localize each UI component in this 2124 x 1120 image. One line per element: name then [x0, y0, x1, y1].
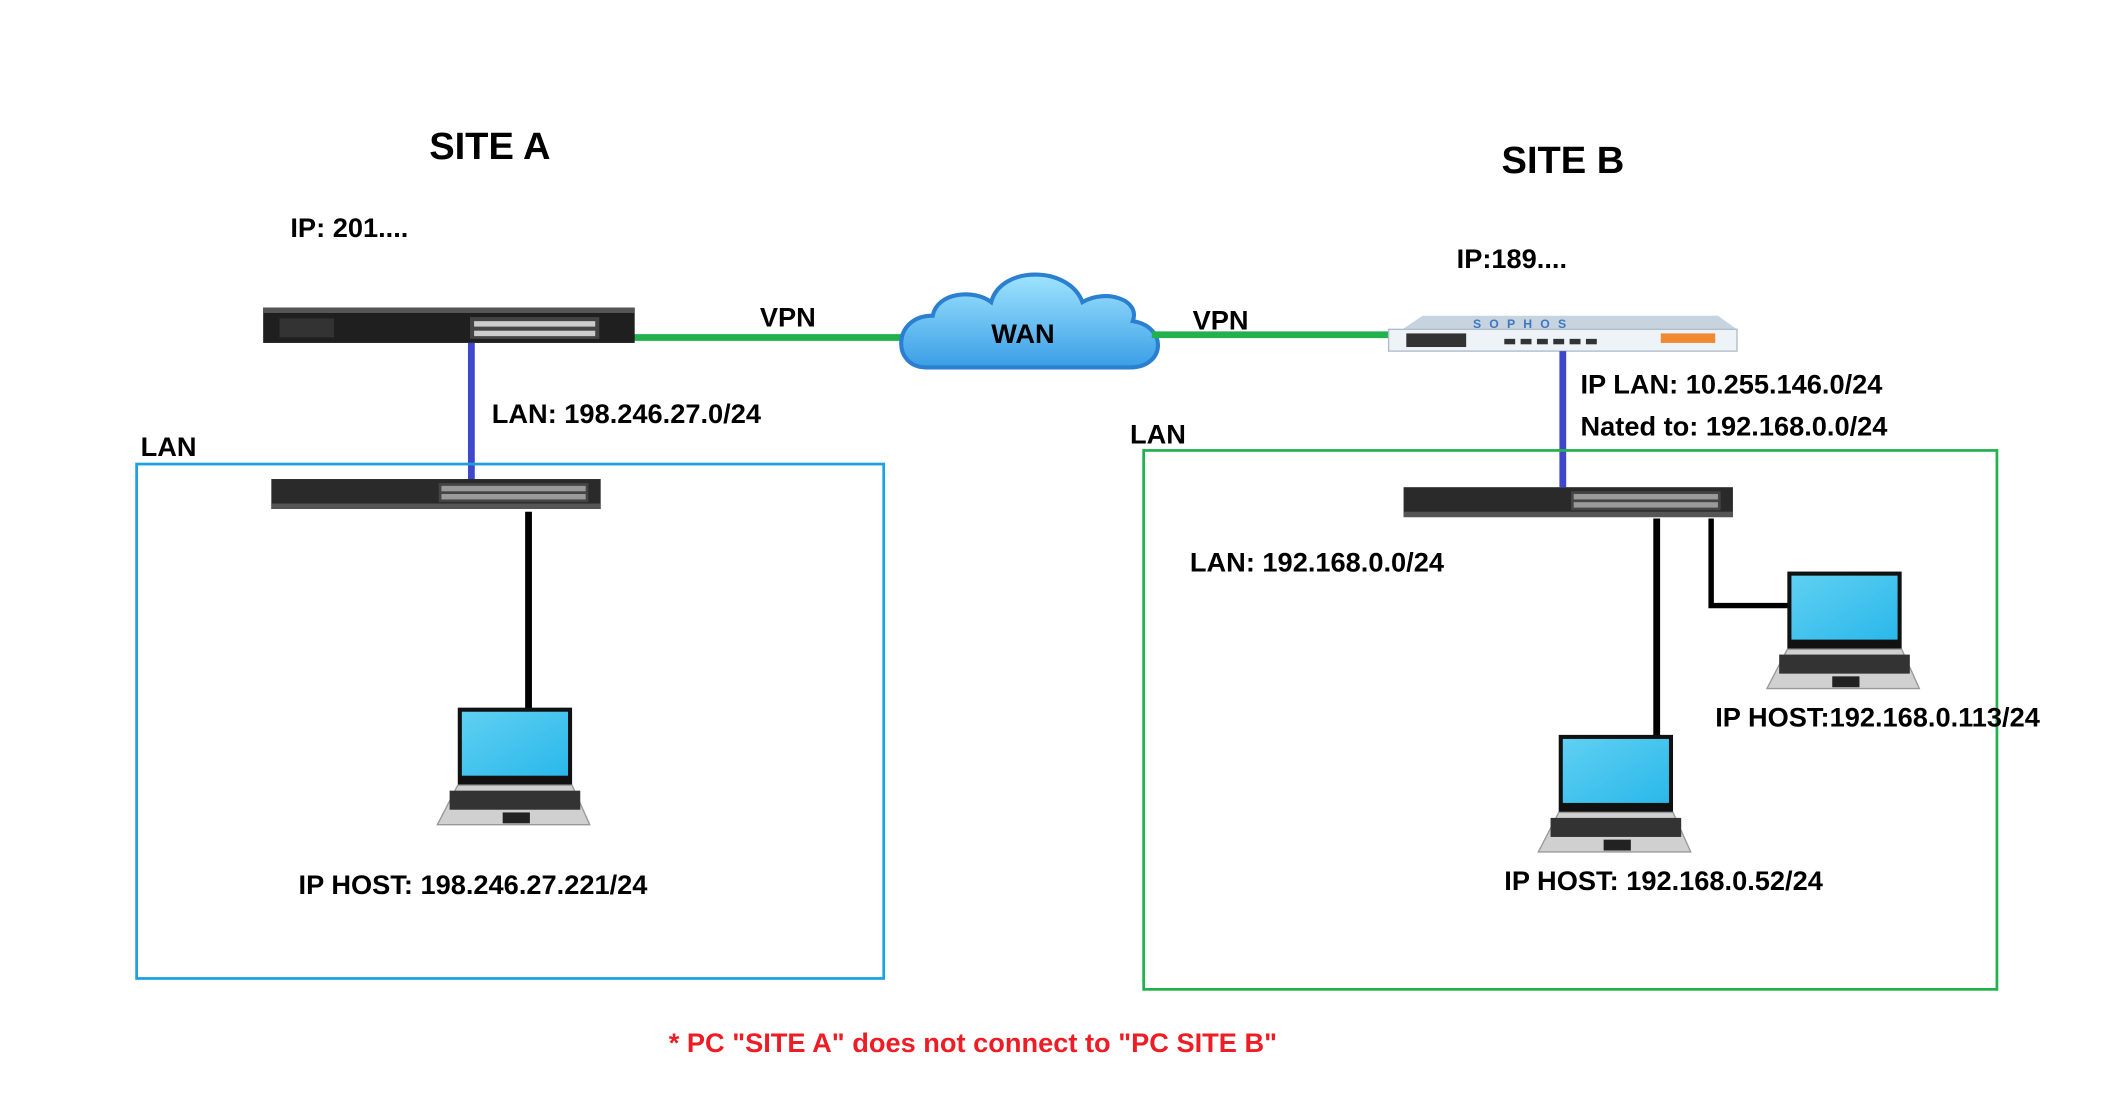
site-b-laptop-1 — [1537, 734, 1692, 853]
wan-label: WAN — [991, 318, 1054, 349]
site-b-lan-subnet: LAN: 192.168.0.0/24 — [1190, 547, 1444, 578]
site-b-lan-box — [1142, 449, 1999, 991]
sophos-firewall: SOPHOS — [1387, 315, 1738, 352]
site-b-ip-lan: IP LAN: 10.255.146.0/24 — [1580, 368, 1882, 399]
site-a-lan-subnet: LAN: 198.246.27.0/24 — [492, 398, 761, 429]
site-b-switch — [1403, 487, 1733, 518]
site-b-public-ip: IP:189.... — [1457, 243, 1567, 274]
site-b-host-2-ip: IP HOST:192.168.0.113/24 — [1715, 702, 2040, 733]
site-a-switch — [271, 479, 601, 509]
site-b-lan-label: LAN — [1130, 419, 1186, 450]
site-a-laptop — [436, 706, 591, 826]
site-a-lan-label: LAN — [141, 431, 197, 462]
site-a-title: SITE A — [429, 126, 550, 168]
site-b-laptop-2 — [1766, 570, 1921, 690]
site-a-host-ip: IP HOST: 198.246.27.221/24 — [299, 869, 648, 900]
site-a-lan-box — [135, 462, 886, 980]
site-b-nated: Nated to: 192.168.0.0/24 — [1580, 410, 1887, 441]
wan-cloud — [899, 272, 1160, 370]
site-a-firewall — [263, 307, 635, 343]
site-b-vpn-label: VPN — [1193, 304, 1249, 335]
site-a-public-ip: IP: 201.... — [290, 212, 408, 243]
site-a-vpn-label: VPN — [760, 302, 816, 333]
site-b-host-1-ip: IP HOST: 192.168.0.52/24 — [1504, 865, 1823, 896]
site-b-title: SITE B — [1502, 140, 1625, 182]
site-b-host-2-cable — [1708, 518, 1791, 609]
sophos-brand: SOPHOS — [1473, 317, 1574, 331]
connectivity-note: * PC "SITE A" does not connect to "PC SI… — [669, 1027, 1277, 1058]
